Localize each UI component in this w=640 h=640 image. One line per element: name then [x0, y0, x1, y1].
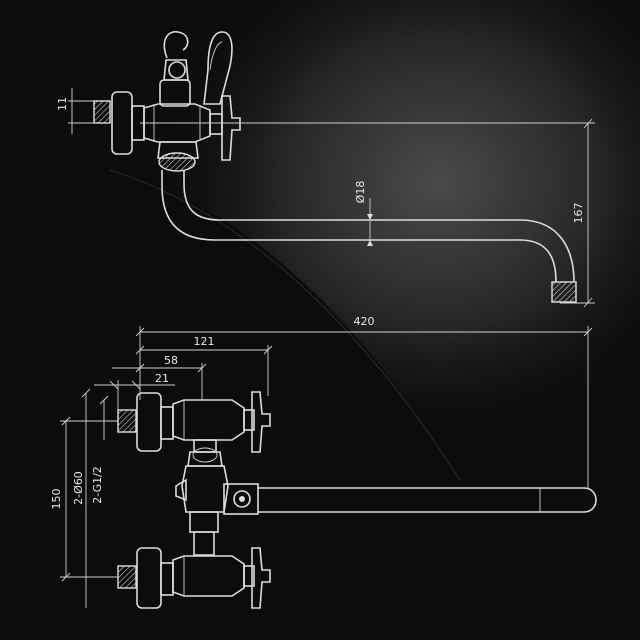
spout-inner-top	[183, 170, 575, 283]
front-view	[60, 391, 597, 609]
valve-body-lower	[172, 555, 245, 597]
dim-top-nut: 11	[56, 97, 69, 111]
cross-handle-lower	[251, 547, 271, 609]
diverter-stem-top	[163, 59, 189, 81]
inlet-nut-top	[93, 100, 111, 124]
inlet-nut-lower	[117, 565, 137, 589]
cross-handle-top	[221, 95, 241, 161]
valve-body-upper	[172, 399, 245, 441]
shower-hook-icon	[163, 31, 189, 59]
dim-spout-length: 420	[354, 315, 375, 328]
dim-to-faucet: 121	[194, 335, 215, 348]
dim-inlet-spacing: 150	[50, 489, 63, 510]
dim-to-center: 58	[164, 354, 178, 367]
spout-swivel-top	[158, 152, 196, 172]
aerator-icon	[551, 281, 577, 303]
valve-body-top	[143, 103, 211, 143]
spout-front	[258, 487, 597, 513]
front-dimensions: 420 121 58 21 150 2-Ø60 2-G1/2	[50, 315, 593, 608]
top-dimensions: 11 Ø18 167	[56, 88, 595, 308]
spout-outer-top	[161, 170, 557, 283]
cross-handle-upper	[251, 391, 271, 453]
top-view	[93, 31, 595, 303]
dim-spout-height: 167	[572, 203, 585, 224]
dim-to-inlet: 21	[155, 372, 169, 385]
diverter-body-front	[181, 465, 229, 513]
inlet-nut-upper	[117, 409, 137, 433]
dim-spout-diameter: Ø18	[354, 181, 367, 204]
lever-handle-top	[203, 31, 233, 105]
dim-inlet-thread: 2-G1/2	[91, 466, 104, 504]
dim-inlet-bosses: 2-Ø60	[72, 471, 85, 505]
